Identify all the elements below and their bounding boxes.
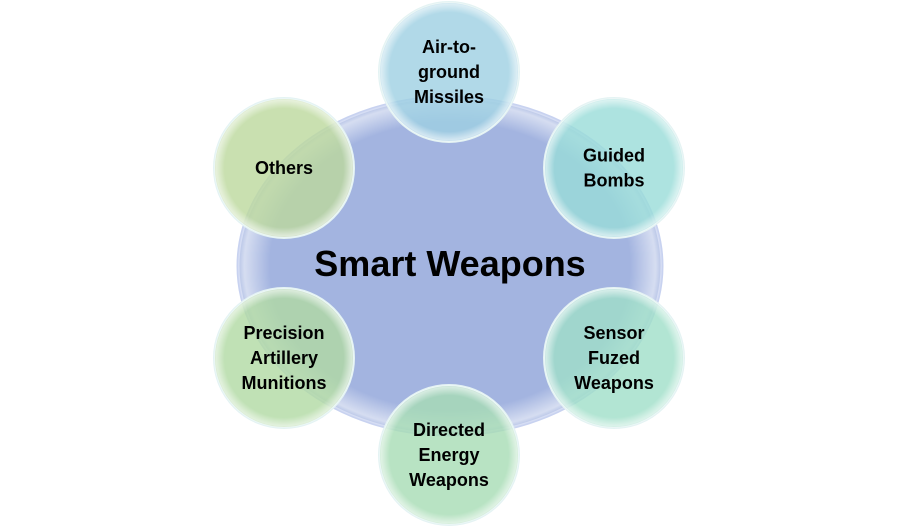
node-label-line: Energy	[418, 445, 479, 465]
node-label-line: Precision	[243, 323, 324, 343]
node-highlight	[544, 98, 684, 238]
node-label-line: Air-to-	[422, 37, 476, 57]
node-label-line: Weapons	[409, 470, 489, 490]
node-highlight	[214, 98, 354, 238]
node-label-line: ground	[418, 62, 480, 82]
node-label-line: Missiles	[414, 87, 484, 107]
node-highlight	[214, 288, 354, 428]
node-label-line: Guided	[583, 146, 645, 166]
node-label-line: Artillery	[250, 348, 318, 368]
center-label: Smart Weapons	[314, 243, 585, 284]
node-label-line: Others	[255, 158, 313, 178]
node-others: Others	[213, 97, 355, 239]
node-label-line: Sensor	[583, 323, 644, 343]
node-label-line: Fuzed	[588, 348, 640, 368]
node-label-line: Bombs	[583, 171, 644, 191]
node-label-line: Weapons	[574, 373, 654, 393]
node-highlight	[379, 385, 519, 525]
node-highlight	[544, 288, 684, 428]
node-highlight	[379, 2, 519, 142]
node-label-line: Munitions	[242, 373, 327, 393]
node-label-line: Directed	[413, 420, 485, 440]
